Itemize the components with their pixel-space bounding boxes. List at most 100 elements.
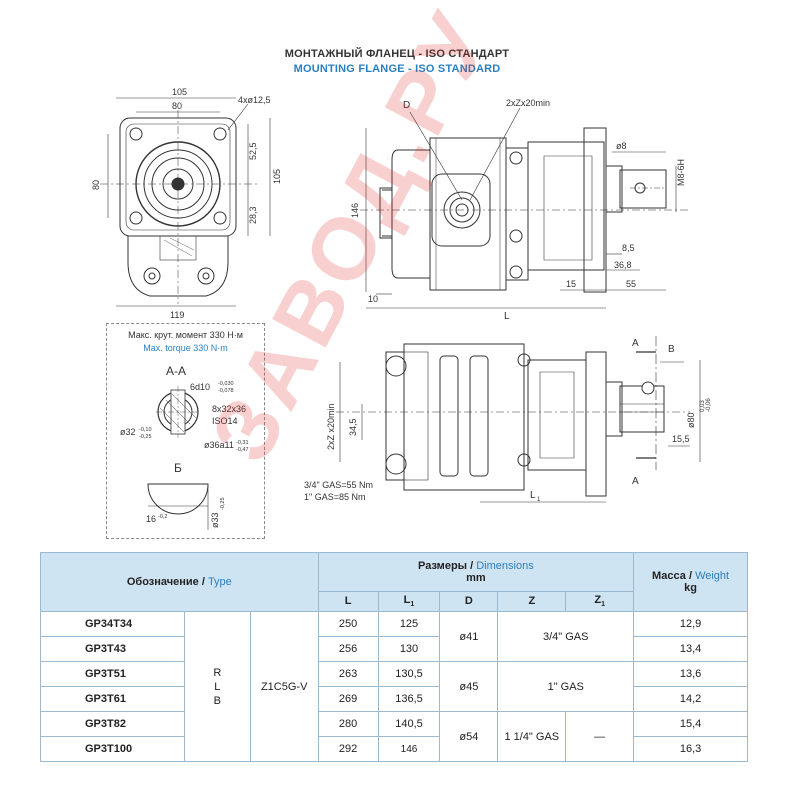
dim-label: 6d10 <box>190 382 210 392</box>
col-l1: L1 <box>377 590 441 613</box>
dimensions-header: Размеры / Dimensions mm <box>317 552 635 592</box>
table-row: GP3T43 256 130 13,4 <box>40 636 748 662</box>
section-label: A <box>632 338 639 349</box>
l1-cell: 130 <box>377 636 441 662</box>
dim-label: ø36a11 <box>204 440 234 450</box>
title-en: MOUNTING FLANGE - ISO STANDARD <box>293 63 501 75</box>
table-row: GP34T34 R L B Z1C5G-V 250 125 ø41 3/4" G… <box>40 611 748 762</box>
type-cell: GP3T100 <box>40 736 185 762</box>
dim-label: M8-6H <box>676 159 686 186</box>
dim-label: 80 <box>172 101 182 111</box>
tolerance-label: 0,03 <box>700 400 706 412</box>
weight-header-en: Weight <box>695 570 730 582</box>
l-cell: 250 <box>317 611 379 637</box>
type-cell: GP3T43 <box>40 636 185 662</box>
rotation-r: R <box>213 666 222 679</box>
port-label: D <box>403 100 410 111</box>
torque-box: Макс. крут. момент 330 Н·м Max. torque 3… <box>106 323 265 539</box>
type-header-ru: Обозначение <box>126 576 199 588</box>
col-d: D <box>439 590 499 613</box>
dim-label: 55 <box>626 279 636 289</box>
l1-cell: 136,5 <box>377 686 441 712</box>
dim-label: 2xZ x20min <box>326 403 336 450</box>
l-cell: 292 <box>317 736 379 762</box>
type-header-en: Type <box>207 576 232 588</box>
front-view <box>100 97 271 307</box>
col-l-label: L <box>344 595 352 608</box>
dim-label: 4xø12,5 <box>238 95 271 105</box>
code-cell: Z1C5G-V <box>249 611 319 762</box>
detail-label: B <box>668 344 675 355</box>
front-view-labels: 105 80 4xø12,5 52,5 80 105 28,3 119 <box>91 87 282 320</box>
dim-label: L <box>504 311 510 322</box>
type-cell: GP3T82 <box>40 711 185 737</box>
dims-header-ru: Размеры <box>418 559 468 572</box>
section-labels: A-A 6d10 -0,030 -0,078 8x32x36 ISO14 ø32… <box>120 364 249 528</box>
dim-label: ø8 <box>616 141 627 151</box>
dim-label: 8,5 <box>622 243 635 253</box>
dim-label: 146 <box>350 203 360 218</box>
d-cell: ø45 <box>439 661 499 712</box>
dim-label: 28,3 <box>248 206 258 224</box>
top-view <box>336 336 701 503</box>
tolerance-label: -0,31 <box>236 440 249 446</box>
dim-label: ø33 <box>210 512 220 528</box>
l-cell: 280 <box>317 711 379 737</box>
table-row: GP3T82 280 140,5 ø54 1 1/4" GAS — 15,4 <box>40 711 748 762</box>
dim-label: 15,5 <box>672 434 690 444</box>
tolerance-label: -0,47 <box>236 447 249 453</box>
d-cell: ø54 <box>439 711 499 762</box>
z-cell: 1" GAS <box>497 661 635 712</box>
dim-subscript: 1 <box>537 497 541 503</box>
side-view <box>360 107 690 309</box>
dims-unit: mm <box>466 571 486 584</box>
rotation-cell: R L B <box>183 611 251 762</box>
col-z1-label: Z <box>594 594 602 607</box>
title-ru: МОНТАЖНЫЙ ФЛАНЕЦ - ISO СТАНДАРТ <box>284 48 510 60</box>
dim-label: L <box>530 490 536 501</box>
tolerance-label: -0,030 <box>218 381 234 387</box>
section-a-a <box>147 386 209 530</box>
l1-cell: 130,5 <box>377 661 441 687</box>
weight-cell: 16,3 <box>633 736 748 762</box>
tolerance-label: -0,25 <box>220 497 226 510</box>
tolerance-label: -0,10 <box>139 427 152 433</box>
type-cell: GP34T34 <box>40 611 185 637</box>
l-cell: 269 <box>317 686 379 712</box>
section-label: A <box>632 476 639 487</box>
z-cell: 1 1/4" GAS <box>497 711 567 762</box>
dim-label: ISO14 <box>212 416 238 426</box>
dim-label: 34,5 <box>348 418 358 436</box>
tolerance-label: -0,25 <box>139 434 152 440</box>
col-z1: Z1 <box>565 590 635 613</box>
weight-cell: 14,2 <box>633 686 748 712</box>
l-cell: 263 <box>317 661 379 687</box>
type-cell: GP3T61 <box>40 686 185 712</box>
l1-cell: 125 <box>377 611 441 637</box>
col-z1-sub: 1 <box>601 601 605 609</box>
torque-note: 3/4" GAS=55 Nm <box>304 480 373 490</box>
col-z-label: Z <box>528 595 536 608</box>
weight-cell: 13,6 <box>633 661 748 687</box>
dim-label: 52,5 <box>248 142 258 160</box>
table-row: GP3T61 269 136,5 14,2 <box>40 686 748 712</box>
z1-cell: — <box>565 711 635 762</box>
col-l1-label: L <box>403 594 411 607</box>
dim-label: ø32 <box>120 427 136 437</box>
col-z: Z <box>497 590 567 613</box>
dim-label: ø80 <box>686 412 696 428</box>
weight-cell: 15,4 <box>633 711 748 737</box>
dim-label: 16 <box>146 514 156 524</box>
tolerance-label: -0,06 <box>706 398 712 412</box>
dim-label: 8x32x36 <box>212 404 246 414</box>
dimensions-table: Обозначение / Type Размеры / Dimensions … <box>40 552 748 762</box>
type-cell: GP3T51 <box>40 661 185 687</box>
dims-header-en: Dimensions <box>476 559 534 572</box>
torque-note: 1" GAS=85 Nm <box>304 492 365 502</box>
l1-cell: 146 <box>377 736 441 762</box>
dim-label: 15 <box>566 279 576 289</box>
dim-label: 105 <box>272 169 282 184</box>
dim-label: 36,8 <box>614 260 632 270</box>
weight-header: Масса / Weight kg <box>633 552 748 612</box>
dim-label: 80 <box>91 180 101 190</box>
